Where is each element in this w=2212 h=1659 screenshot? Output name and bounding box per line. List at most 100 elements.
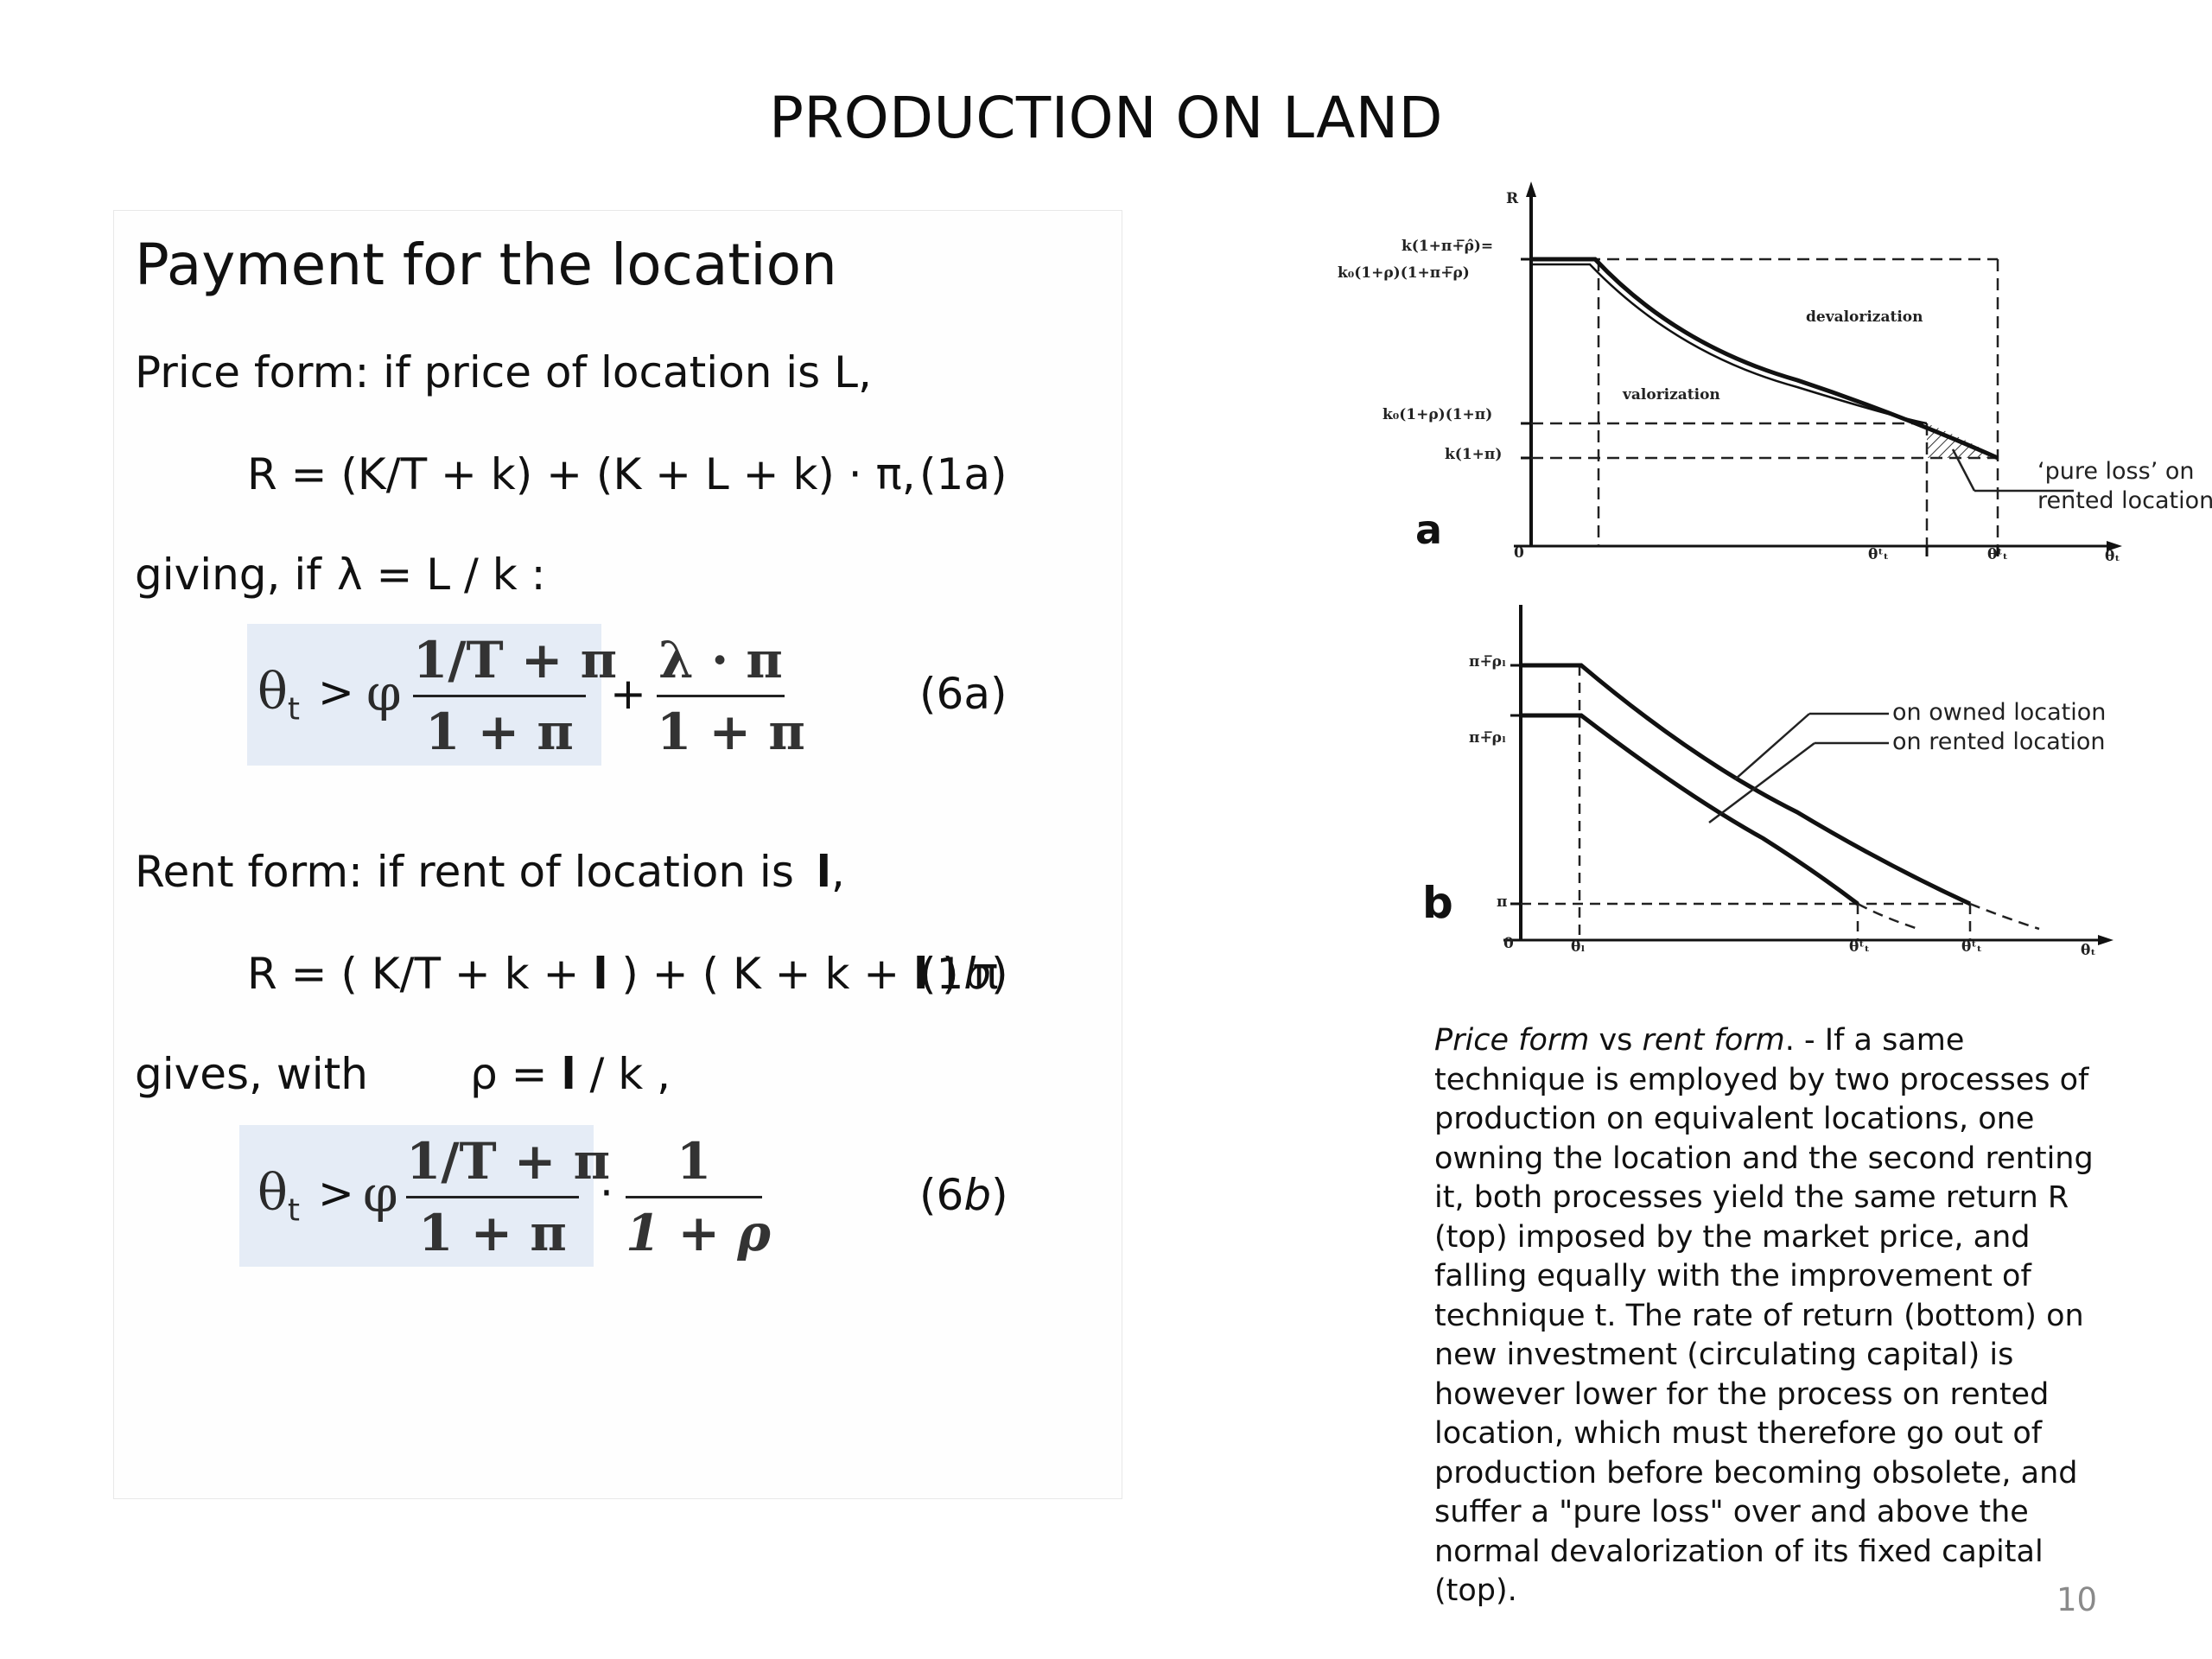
fig-b-origin: 0 — [1503, 935, 1514, 952]
rent-symbol: l — [816, 847, 831, 897]
fig-a-x-tick-2: θᵗₜ — [1987, 546, 2008, 563]
equation-1b-part-c: ) π — [942, 949, 999, 999]
equation-1b-part-a: R = ( K/T + k + — [247, 949, 580, 999]
rent-symbol: l — [593, 949, 608, 999]
rent-symbol: l — [913, 949, 929, 999]
label-letter: b — [963, 949, 992, 999]
fraction-numerator: 1 — [676, 1132, 712, 1191]
return-curve-inner — [1531, 263, 1928, 425]
rho-definition: ρ = l / k , — [470, 1049, 671, 1099]
page-number: 10 — [2056, 1581, 2098, 1618]
x-axis-arrow-icon — [2107, 541, 2122, 551]
equation-1a: R = (K/T + k) + (K + L + k) · π, — [247, 449, 916, 499]
equation-1b: R = ( K/T + k + l ) + ( K + k + l ) π — [247, 949, 999, 999]
equation-6b-dot: · — [600, 1168, 613, 1218]
theta-subscript: t — [287, 691, 301, 728]
owned-extension — [1969, 902, 2040, 931]
fig-a-origin: 0 — [1514, 544, 1524, 562]
fraction-bar — [657, 695, 785, 697]
legend-pointer-rented — [1708, 742, 1815, 823]
fig-a-y-tick-mid-1: k₀(1+ρ)(1+π) — [1382, 406, 1493, 423]
label-close: ) — [991, 1170, 1008, 1220]
equation-6a-plus: + — [610, 669, 646, 719]
fig-a-y-tick-top-1: k(1+π+̅ρ̂)= — [1402, 238, 1494, 255]
rent-comma: , — [830, 847, 845, 897]
fig-b-legend-owned: on owned location — [1892, 699, 2107, 726]
rent-form-intro: Rent form: if rent of location is l, — [135, 847, 845, 897]
rented-extension — [1857, 902, 1919, 931]
equation-6a-fraction-2: λ · π 1 + π — [657, 631, 805, 761]
gives-text: gives, with — [135, 1049, 368, 1099]
rent-symbol: l — [561, 1049, 576, 1099]
fraction-numerator: 1/T + π — [413, 631, 618, 690]
y-axis-arrow-icon — [1526, 181, 1536, 197]
section-heading: Payment for the location — [135, 232, 837, 298]
fig-b-y-tick-1: π+̅ρₗ — [1469, 653, 1506, 671]
equation-6a-gt: > — [318, 667, 354, 717]
caption-lead-2: rent form — [1642, 1023, 1785, 1058]
fraction-denominator: 1 + ρ — [626, 1204, 771, 1262]
x-axis-arrow-icon — [2098, 935, 2113, 945]
fraction-denominator: 1 + π — [425, 702, 574, 761]
rented-location-curve — [1521, 713, 1859, 906]
legend-pointer-owned — [1734, 713, 1810, 780]
giving-text: giving, if — [135, 550, 321, 600]
fig-a-y-tick-mid-2: k(1+π) — [1445, 446, 1503, 463]
caption-vs: vs — [1589, 1023, 1643, 1058]
return-curve — [1531, 257, 1999, 461]
label-close: ) — [991, 949, 1008, 999]
price-form-intro: Price form: if price of location is L, — [135, 347, 872, 397]
figure-a-chart — [1514, 181, 2122, 556]
fig-b-x-axis-label: θₜ — [2081, 942, 2096, 959]
fig-a-panel-label: a — [1415, 506, 1443, 553]
figure-b-chart — [1503, 605, 2113, 945]
equation-6b-fraction-1: 1/T + π 1 + π — [406, 1132, 611, 1262]
equation-6a-number: (6a) — [919, 669, 1007, 719]
fig-a-valorization-label: valorization — [1623, 386, 1720, 404]
fig-a-x-tick-1: θᵗₜ — [1868, 546, 1889, 563]
fig-b-y-tick-2: π+̅ρₗ — [1469, 729, 1506, 747]
fig-a-x-axis-label: θₜ — [2105, 548, 2120, 565]
owned-location-curve — [1521, 663, 1972, 906]
caption-lead-1: Price form — [1434, 1023, 1590, 1058]
fig-b-y-tick-3: π — [1497, 893, 1508, 911]
fig-a-y-axis-label: R — [1506, 190, 1519, 207]
fig-b-x-tick-1: θᵗₜ — [1849, 938, 1870, 956]
equation-6b-number: (6b) — [919, 1170, 1008, 1220]
fig-a-y-tick-top-2: k₀(1+ρ)(1+π+̅ρ) — [1338, 264, 1470, 282]
equation-6a-phi: φ — [366, 664, 402, 722]
equation-1a-number: (1a) — [919, 449, 1007, 499]
fraction-denominator: 1 + π — [418, 1204, 567, 1262]
fig-a-annotation-1: ‘pure loss’ on — [2037, 458, 2195, 485]
fraction-bar — [626, 1196, 762, 1198]
fig-b-legend-rented: on rented location — [1892, 728, 2106, 755]
fraction-numerator: 1/T + π — [406, 1132, 611, 1191]
equation-1b-number: (1b) — [919, 949, 1008, 999]
equation-6a-fraction-1: 1/T + π 1 + π — [413, 631, 618, 761]
fraction-denominator: 1 + π — [657, 702, 805, 761]
equation-6b-fraction-2: 1 1 + ρ — [626, 1132, 771, 1262]
fig-b-x-tick-2: θᵗₜ — [1961, 938, 1982, 956]
fraction-bar — [406, 1196, 579, 1198]
fig-a-devalorization-label: devalorization — [1806, 308, 1923, 326]
equation-6a-theta: θt — [257, 662, 300, 728]
figure-caption: Price form vs rent form. - If a same tec… — [1434, 1021, 2108, 1611]
fig-b-panel-label: b — [1422, 878, 1453, 928]
slide-title: PRODUCTION ON LAND — [769, 85, 1443, 151]
equation-6b-phi: φ — [363, 1165, 398, 1224]
fig-a-annotation-2: rented location — [2037, 487, 2212, 514]
label-letter: b — [963, 1170, 992, 1220]
left-content-box — [113, 210, 1122, 1499]
fraction-bar — [413, 695, 586, 697]
theta-symbol: θ — [257, 1163, 288, 1222]
rho-definition-a: ρ = — [470, 1049, 548, 1099]
equation-6b-gt: > — [318, 1168, 354, 1218]
caption-body: . - If a same technique is employed by t… — [1434, 1023, 2094, 1608]
equation-6b-theta: θt — [257, 1163, 300, 1229]
fig-b-x-tick-0: θₗ — [1571, 938, 1586, 956]
theta-subscript: t — [287, 1192, 301, 1229]
equation-1b-part-b: ) + ( K + k + — [621, 949, 900, 999]
lambda-definition: λ = L / k : — [337, 550, 546, 600]
label-open: (6 — [919, 1170, 964, 1220]
fraction-numerator: λ · π — [658, 631, 783, 690]
